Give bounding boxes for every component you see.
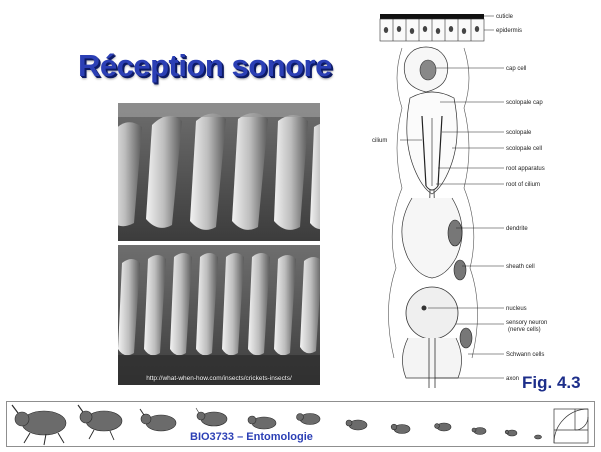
label-axon: axon bbox=[506, 376, 519, 382]
label-nerve-cells: (nerve cells) bbox=[508, 327, 541, 333]
label-root-apparatus: root apparatus bbox=[506, 166, 545, 172]
beetle-icon bbox=[78, 405, 122, 440]
label-cap-cell: cap cell bbox=[506, 66, 526, 72]
beetle-icon bbox=[297, 414, 321, 425]
label-scolopale: scolopale bbox=[506, 130, 532, 136]
photo-credit: http://what-when-how.com/insects/cricket… bbox=[118, 375, 320, 382]
beetle-icon bbox=[505, 430, 517, 436]
sem-photograph bbox=[118, 103, 320, 385]
label-root-of-cilium: root of cilium bbox=[506, 182, 540, 188]
beetle-icon bbox=[248, 416, 276, 429]
label-dendrite: dendrite bbox=[506, 226, 528, 232]
beetle-icon bbox=[12, 405, 66, 445]
slide-title: Réception sonore bbox=[78, 48, 332, 84]
label-sheath-cell: sheath cell bbox=[506, 264, 535, 270]
course-title: BIO3733 – Entomologie bbox=[190, 431, 313, 443]
beetle-icon bbox=[140, 409, 176, 431]
beetle-icon bbox=[435, 423, 451, 431]
beetle-icon bbox=[535, 435, 542, 439]
label-cuticle: cuticle bbox=[496, 14, 514, 20]
label-sensory-neuron: sensory neuron bbox=[506, 320, 547, 326]
label-schwann-cells: Schwann cells bbox=[506, 352, 544, 358]
beetle-icon bbox=[472, 428, 486, 435]
golden-spiral-icon bbox=[554, 409, 588, 443]
beetle-icon bbox=[346, 420, 367, 430]
label-nucleus: nucleus bbox=[506, 306, 527, 312]
beetle-icon bbox=[196, 408, 227, 426]
label-scolopale-cap: scolopale cap bbox=[506, 100, 543, 106]
label-scolopale-cell: scolopale cell bbox=[506, 146, 542, 152]
label-epidermis: epidermis bbox=[496, 28, 522, 34]
figure-label: Fig. 4.3 bbox=[522, 373, 581, 393]
scolopidium-diagram: cuticle epidermis cap cell scolopale cap… bbox=[372, 8, 592, 393]
label-cilium: cilium bbox=[372, 138, 387, 144]
beetle-icon bbox=[391, 424, 410, 433]
